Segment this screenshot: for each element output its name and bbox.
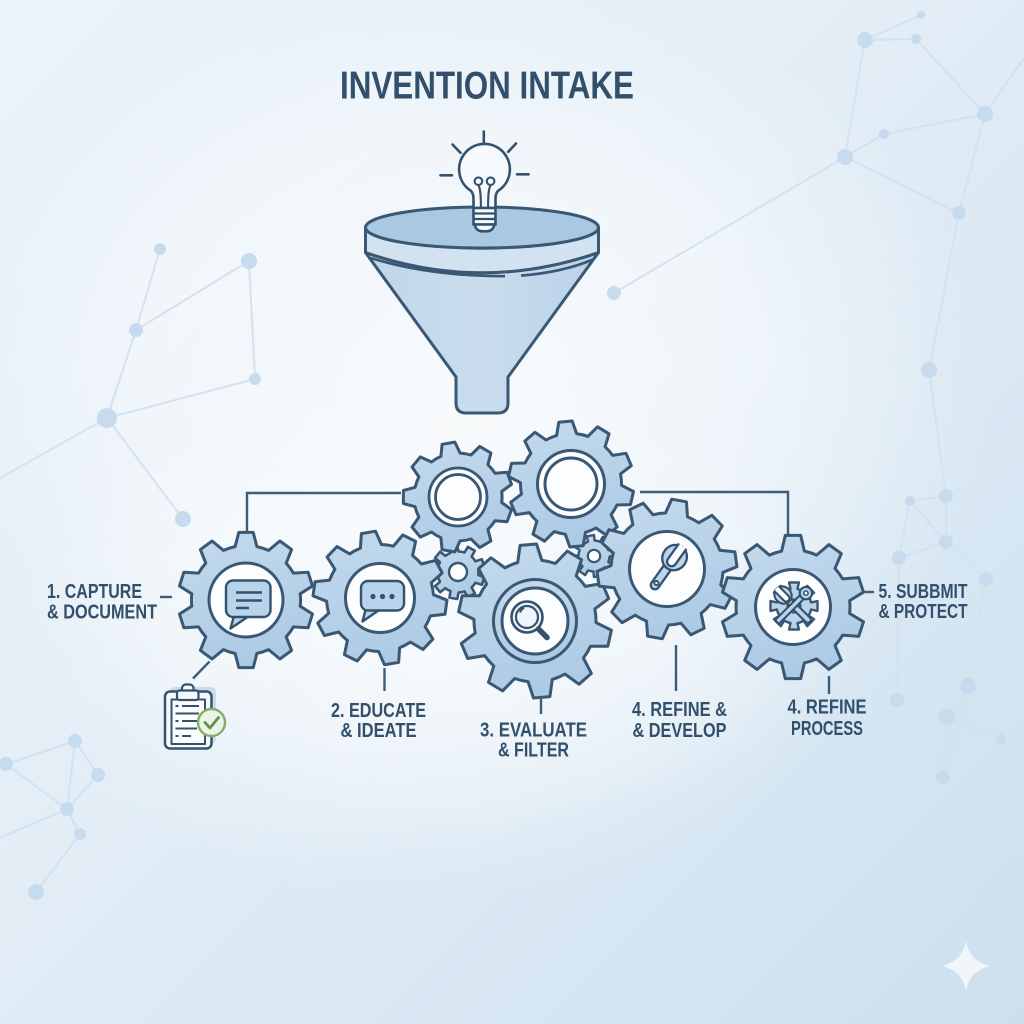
- svg-text:INVENTION INTAKE: INVENTION INTAKE: [340, 65, 634, 108]
- svg-text:2. EDUCATE: 2. EDUCATE: [331, 699, 426, 722]
- svg-text:3. EVALUATE: 3. EVALUATE: [480, 719, 587, 742]
- svg-text:& DOCUMENT: & DOCUMENT: [47, 601, 157, 624]
- svg-text:& FILTER: & FILTER: [498, 739, 569, 762]
- svg-text:& IDEATE: & IDEATE: [341, 719, 417, 742]
- svg-text:& PROTECT: & PROTECT: [879, 600, 968, 623]
- svg-text:& DEVELOP: & DEVELOP: [633, 719, 727, 742]
- svg-text:1. CAPTURE: 1. CAPTURE: [47, 580, 142, 603]
- svg-text:4. REFINE &: 4. REFINE &: [632, 698, 727, 721]
- svg-text:4. REFINE: 4. REFINE: [788, 696, 867, 719]
- svg-text:PROCESS: PROCESS: [791, 717, 863, 740]
- svg-text:5. SUBBMIT: 5. SUBBMIT: [879, 580, 968, 603]
